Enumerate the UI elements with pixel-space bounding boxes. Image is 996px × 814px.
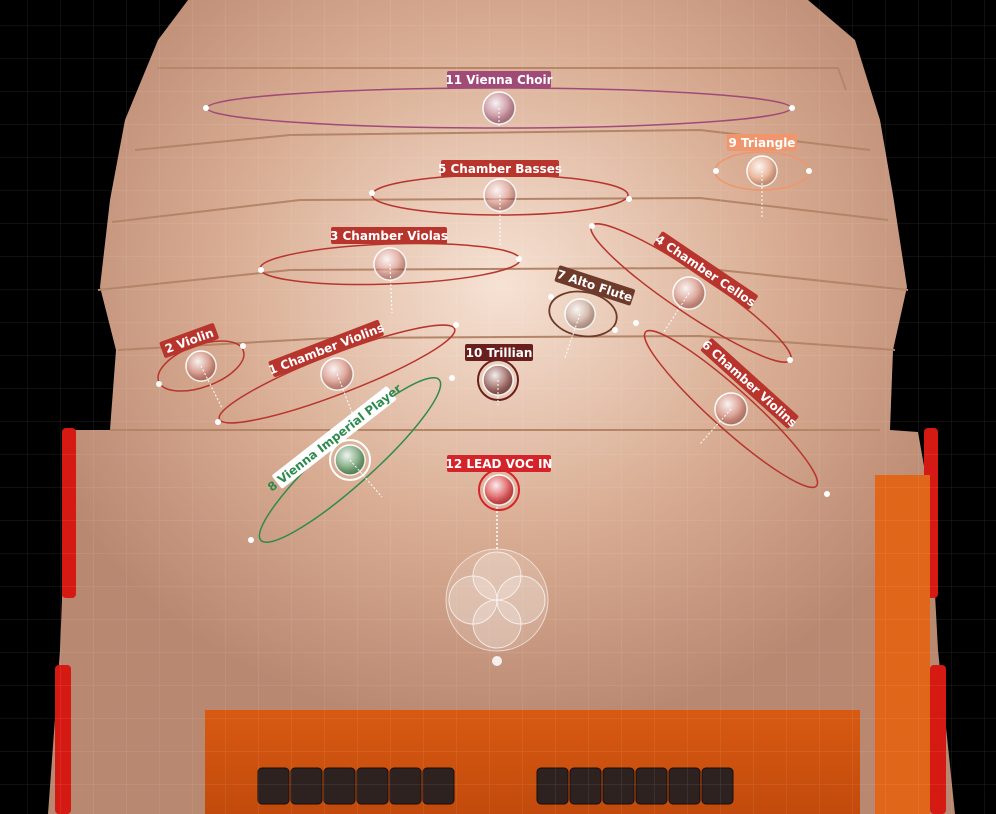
- source-9[interactable]: 9 Triangle: [713, 134, 812, 218]
- source-label: 12 LEAD VOC IN: [446, 457, 553, 471]
- source-label: 3 Chamber Violas: [330, 229, 448, 243]
- source-11[interactable]: 11 Vienna Choir: [203, 71, 795, 129]
- source-label: 10 Trillian: [466, 346, 533, 360]
- source-12[interactable]: 12 LEAD VOC IN: [446, 455, 553, 511]
- source-10[interactable]: 10 Trillian: [465, 344, 533, 405]
- sources-layer: 11 Vienna Choir 9 Triangle 5 Chamber Bas…: [156, 71, 830, 544]
- source-3[interactable]: 3 Chamber Violas: [258, 227, 522, 314]
- source-label-bg: [447, 71, 551, 88]
- source-label: 5 Chamber Basses: [438, 162, 562, 176]
- source-label: 9 Triangle: [729, 136, 796, 150]
- source-label: 11 Vienna Choir: [445, 73, 552, 87]
- listener-head-icon[interactable]: [445, 490, 549, 666]
- source-5[interactable]: 5 Chamber Basses: [369, 160, 632, 245]
